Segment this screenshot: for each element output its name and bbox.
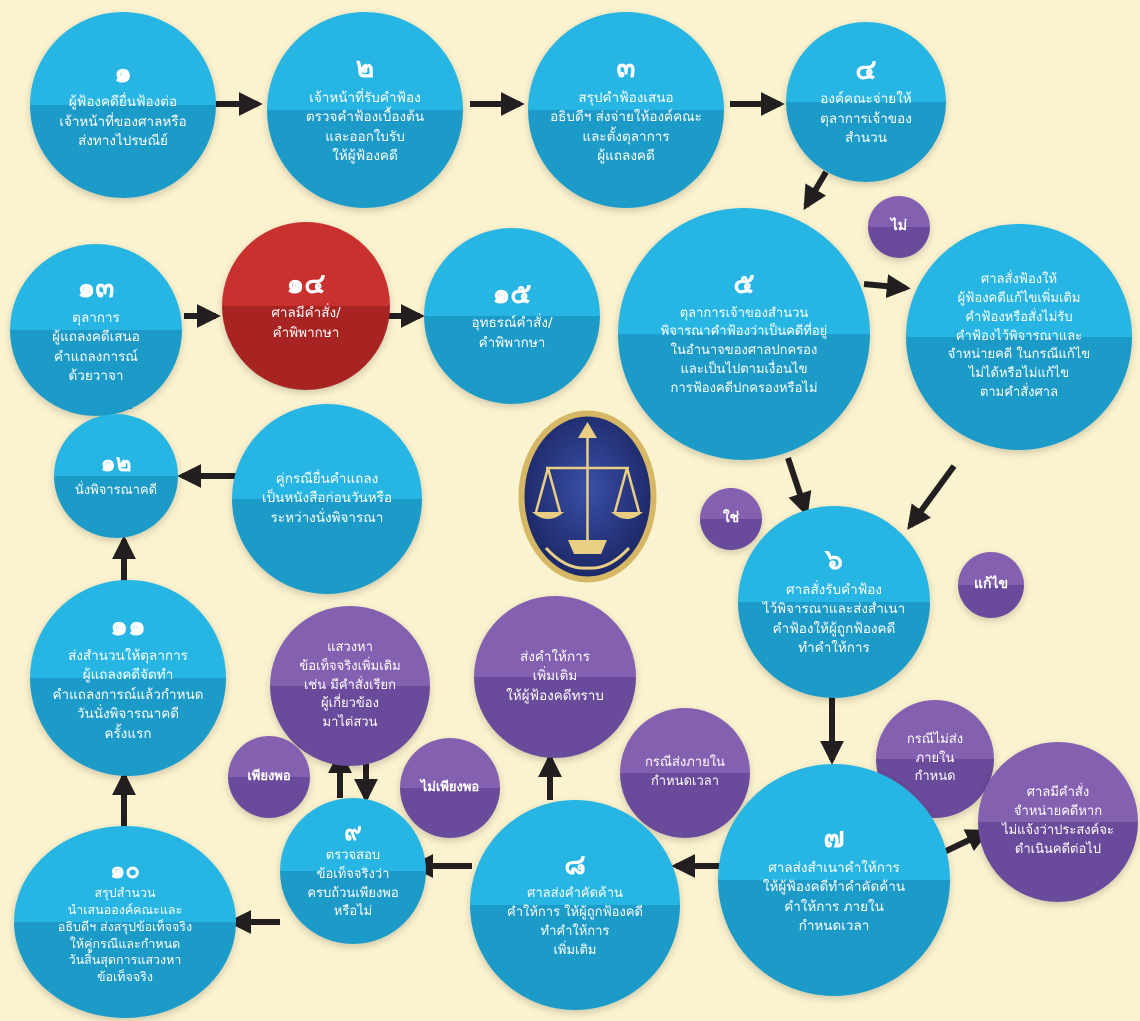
step-text: สรุปคำฟ้องเสนอ อธิบดีฯ ส่งจ่ายให้องค์คณะ… xyxy=(550,89,702,165)
step-number: ๘ xyxy=(564,847,586,881)
step-text: ศาลมีคำสั่ง จำหน่ายคดีหาก ไม่แจ้งว่าประส… xyxy=(1002,785,1114,857)
step-12b-node: คู่กรณียื่นคำแถลง เป็นหนังสือก่อนวันหรือ… xyxy=(232,404,422,594)
step-text: ส่งสำนวนให้ตุลาการ ผู้แถลงคดีจัดทำ คำแถล… xyxy=(52,647,204,743)
condition-text: แก้ไข xyxy=(973,576,1009,593)
condition-text: แสวงหา ข้อเท็จจริงเพิ่มเติม เช่น มีคำสั่… xyxy=(299,639,401,731)
condition-text: กรณีไม่ส่ง ภายใน กำหนด xyxy=(906,731,964,785)
step-text: ศาลสั่งฟ้องให้ ผู้ฟ้องคดีแก้ไขเพิ่มเติม … xyxy=(947,272,1091,401)
arrow-5-to-6 xyxy=(785,457,812,517)
step-7b-node: ศาลมีคำสั่ง จำหน่ายคดีหาก ไม่แจ้งว่าประส… xyxy=(978,742,1138,902)
arrow-5b-to-6 xyxy=(907,464,957,530)
step-15-node: ๑๕ อุทธรณ์คำสั่ง/ คำพิพากษา xyxy=(424,228,600,404)
step-number: ๑๑ xyxy=(110,609,146,643)
condition-not-sent-in-time: กรณีไม่ส่ง ภายใน กำหนด xyxy=(876,700,994,818)
step-text: ศาลสั่งรับคำฟ้อง ไว้พิจารณาและส่งสำเนา ค… xyxy=(762,581,906,657)
step-3-node: ๓ สรุปคำฟ้องเสนอ อธิบดีฯ ส่งจ่ายให้องค์ค… xyxy=(528,12,724,208)
step-number: ๑๓ xyxy=(77,271,115,305)
step-number: ๙ xyxy=(344,817,362,846)
step-text: ศาลมีคำสั่ง/ คำพิพากษา xyxy=(271,305,341,341)
step-13-node: ๑๓ ตุลาการ ผู้แถลงคดีเสนอ คำแถลงการณ์ ด้… xyxy=(10,244,182,416)
step-text: ตุลาการเจ้าของสำนวน พิจารณาคำฟ้องว่าเป็น… xyxy=(660,305,828,396)
step-5-node: ๕ ตุลาการเจ้าของสำนวน พิจารณาคำฟ้องว่าเป… xyxy=(618,208,870,460)
step-4-node: ๔ องค์คณะจ่ายให้ ตุลาการเจ้าของ สำนวน xyxy=(786,22,946,182)
step-12-node: ๑๒ นั่งพิจารณาคดี xyxy=(54,414,178,538)
step-text: องค์คณะจ่ายให้ ตุลาการเจ้าของ สำนวน xyxy=(820,91,912,147)
step-text: อุทธรณ์คำสั่ง/ คำพิพากษา xyxy=(471,315,553,351)
condition-text: ไม่เพียงพอ xyxy=(420,779,480,795)
condition-fix: แก้ไข xyxy=(958,552,1024,618)
step-1-node: ๑ ผู้ฟ้องคดียื่นฟ้องต่อ เจ้าหน้าที่ของศา… xyxy=(30,12,216,198)
step-text: ตรวจสอบ ข้อเท็จจริงว่า ครบถ้วนเพียงพอ หร… xyxy=(307,847,399,920)
condition-not-enough: ไม่เพียงพอ xyxy=(400,738,500,838)
step-text: ตุลาการ ผู้แถลงคดีเสนอ คำแถลงการณ์ ด้วยว… xyxy=(52,309,140,385)
step-10-node: ๑๐ สรุปสำนวน นำเสนอองค์คณะและ อธิบดีฯ ส่… xyxy=(14,826,236,1018)
condition-text: เพียงพอ xyxy=(247,768,291,784)
step-11-node: ๑๑ ส่งสำนวนให้ตุลาการ ผู้แถลงคดีจัดทำ คำ… xyxy=(30,580,226,776)
condition-sent-in-time: กรณีส่งภายใน กำหนดเวลา xyxy=(620,708,750,838)
step-number: ๒ xyxy=(355,51,375,85)
condition-seek-more-facts: แสวงหา ข้อเท็จจริงเพิ่มเติม เช่น มีคำสั่… xyxy=(270,606,430,766)
step-text: ศาลส่งสำเนาคำให้การ ให้ผู้ฟ้องคดีทำคำคัด… xyxy=(762,859,906,935)
condition-text: กรณีส่งภายใน กำหนดเวลา xyxy=(645,755,725,789)
condition-enough: เพียงพอ xyxy=(228,736,310,818)
step-number: ๖ xyxy=(825,543,843,577)
condition-send-more-answers: ส่งคำให้การ เพิ่มเติม ให้ผู้ฟ้องคดีทราบ xyxy=(474,596,636,758)
step-9-node: ๙ ตรวจสอบ ข้อเท็จจริงว่า ครบถ้วนเพียงพอ … xyxy=(280,798,426,944)
step-text: นั่งพิจารณาคดี xyxy=(74,483,158,499)
arrow-4-to-5 xyxy=(803,170,829,211)
step-number: ๗ xyxy=(823,821,845,855)
condition-text: ใช่ xyxy=(722,510,740,527)
step-number: ๑๒ xyxy=(100,448,132,477)
condition-yes: ใช่ xyxy=(700,488,762,550)
arrow-5-to-5b xyxy=(863,274,911,299)
step-14-node: ๑๔ ศาลมีคำสั่ง/ คำพิพากษา xyxy=(222,222,390,390)
step-number: ๑๔ xyxy=(286,266,326,300)
step-text: ศาลส่งคำคัดค้าน คำให้การ ให้ผู้ถูกฟ้องคด… xyxy=(507,886,643,958)
step-6-node: ๖ ศาลสั่งรับคำฟ้อง ไว้พิจารณาและส่งสำเนา… xyxy=(738,506,930,698)
step-8-node: ๘ ศาลส่งคำคัดค้าน คำให้การ ให้ผู้ถูกฟ้อง… xyxy=(470,800,680,1010)
step-text: สรุปสำนวน นำเสนอองค์คณะและ อธิบดีฯ ส่งสร… xyxy=(57,884,193,985)
step-number: ๔ xyxy=(855,52,877,86)
step-2-node: ๒ เจ้าหน้าที่รับคำฟ้อง ตรวจคำฟ้องเบื้องต… xyxy=(267,12,463,208)
condition-text: ไม่ xyxy=(890,218,908,235)
step-number: ๓ xyxy=(616,51,636,85)
condition-no: ไม่ xyxy=(868,196,930,258)
step-text: ผู้ฟ้องคดียื่นฟ้องต่อ เจ้าหน้าที่ของศาลห… xyxy=(59,94,187,150)
step-7-node: ๗ ศาลส่งสำเนาคำให้การ ให้ผู้ฟ้องคดีทำคำค… xyxy=(718,764,950,996)
step-text: คู่กรณียื่นคำแถลง เป็นหนังสือก่อนวันหรือ… xyxy=(261,470,393,526)
step-number: ๑ xyxy=(114,55,132,89)
step-5b-node: ศาลสั่งฟ้องให้ ผู้ฟ้องคดีแก้ไขเพิ่มเติม … xyxy=(906,224,1132,450)
step-text: เจ้าหน้าที่รับคำฟ้อง ตรวจคำฟ้องเบื้องต้น… xyxy=(305,89,425,165)
step-number: ๑๕ xyxy=(492,276,532,310)
step-number: ๕ xyxy=(733,267,755,301)
scales-of-justice-emblem-icon xyxy=(518,410,657,583)
step-number: ๑๐ xyxy=(110,855,140,884)
condition-text: ส่งคำให้การ เพิ่มเติม ให้ผู้ฟ้องคดีทราบ xyxy=(506,648,604,704)
